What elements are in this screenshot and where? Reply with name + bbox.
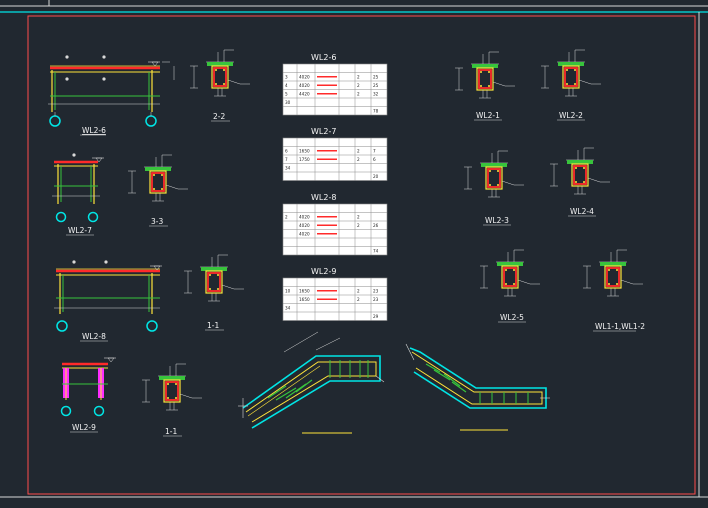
schedule-cell: 4 — [285, 83, 288, 88]
section-title: WL2-4 — [570, 207, 594, 216]
schedule-cell: 23 — [373, 297, 379, 302]
section-wl2-2 — [540, 49, 602, 97]
schedule-cell: 74 — [373, 249, 379, 254]
schedule-cell: 2 — [357, 92, 360, 97]
schedule-cell: 1650 — [299, 289, 310, 294]
elevation-wl2-7: WL2-7 — [52, 153, 104, 236]
schedule-cell: 34 — [285, 306, 291, 311]
schedule-title: WL2-9 — [311, 267, 336, 276]
schedule-cell: 4020 — [299, 215, 310, 220]
elevation-title: WL2-8 — [82, 332, 106, 341]
section-title: WL2-1 — [476, 111, 500, 120]
schedule-cell: 2 — [357, 223, 360, 228]
schedule-cell: 4020 — [299, 223, 310, 228]
schedule-cell: 2 — [357, 157, 360, 162]
schedule-4: WL2-9 10 1650 2 23 1650 2 23 34 29 — [282, 267, 388, 321]
elevation-title: WL2-9 — [72, 423, 96, 432]
schedule-cell: 25 — [373, 75, 379, 80]
section-title: 1-1 — [207, 321, 219, 330]
schedule-cell: 4020 — [299, 232, 310, 237]
elevation-title: WL2-6 — [82, 126, 106, 135]
elevation-wl2-6: WL2-6 — [48, 55, 175, 136]
schedule-cell: 2 — [357, 149, 360, 154]
schedule-cell: 29 — [373, 314, 379, 319]
section-title: 3-3 — [151, 217, 163, 226]
schedule-cell: 30 — [285, 100, 291, 105]
schedule-cell: 2 — [357, 215, 360, 220]
sloped-beam-left — [238, 331, 385, 434]
schedule-cell: 2 — [357, 289, 360, 294]
schedule-title: WL2-6 — [311, 53, 336, 62]
schedule-cell: 5 — [285, 92, 288, 97]
schedule-cell: 2 — [357, 83, 360, 88]
section-1-1-upper — [183, 254, 245, 302]
schedule-cell: 32 — [373, 92, 379, 97]
schedule-3: WL2-8 2 4020 2 4020 2 26 4020 74 — [282, 193, 388, 256]
schedule-cell: 2 — [285, 215, 288, 220]
elevation-title: WL2-7 — [68, 226, 92, 235]
section-title: WL2-3 — [485, 216, 509, 225]
schedule-cell: 3 — [285, 75, 288, 80]
schedule-cell: 7 — [373, 149, 376, 154]
section-title: 1-1 — [165, 427, 177, 436]
section-wl2-5 — [479, 249, 541, 297]
section-wl2-4 — [549, 147, 611, 195]
schedule-cell: 4020 — [299, 83, 310, 88]
schedule-cell: 1650 — [299, 149, 310, 154]
elevation-wl2-9: WL2-9 — [60, 357, 116, 433]
schedule-cell: 25 — [373, 83, 379, 88]
schedule-cell: 23 — [373, 289, 379, 294]
schedule-cell: 20 — [373, 174, 379, 179]
schedule-cell: 6 — [285, 149, 288, 154]
section-1-1-lower — [141, 363, 203, 411]
schedule-cell: 10 — [285, 289, 291, 294]
section-2-2 — [189, 49, 251, 97]
elevation-wl2-8: WL2-8 — [54, 260, 162, 342]
schedule-cell: 7 — [285, 157, 288, 162]
schedule-title: WL2-7 — [311, 127, 336, 136]
schedule-cell: 78 — [373, 109, 379, 114]
schedule-cell: 34 — [285, 166, 291, 171]
schedule-1: WL2-6 3 4020 2 25 4 4020 2 25 5 4420 2 32 30 78 — [282, 53, 388, 116]
sloped-beam-right — [405, 343, 550, 431]
schedule-cell: 6 — [373, 157, 376, 162]
schedule-2: WL2-7 6 1650 2 7 7 1750 2 6 34 20 — [282, 127, 388, 181]
schedule-cell: 1650 — [299, 297, 310, 302]
section-wl2-1 — [454, 51, 516, 99]
schedule-cell: 2 — [357, 75, 360, 80]
schedule-cell: 2 — [357, 297, 360, 302]
schedule-cell: 1750 — [299, 157, 310, 162]
section-wl2-3 — [463, 150, 525, 198]
section-title: 2-2 — [213, 112, 225, 121]
section-3-3 — [127, 154, 189, 202]
section-title: WL2-2 — [559, 111, 583, 120]
schedule-title: WL2-8 — [311, 193, 336, 202]
section-title: WL2-5 — [500, 313, 524, 322]
schedule-cell: 4020 — [299, 75, 310, 80]
schedule-cell: 26 — [373, 223, 379, 228]
section-wl1-1 — [582, 249, 644, 297]
schedule-cell: 4420 — [299, 92, 310, 97]
section-title: WL1-1,WL1-2 — [595, 322, 645, 331]
